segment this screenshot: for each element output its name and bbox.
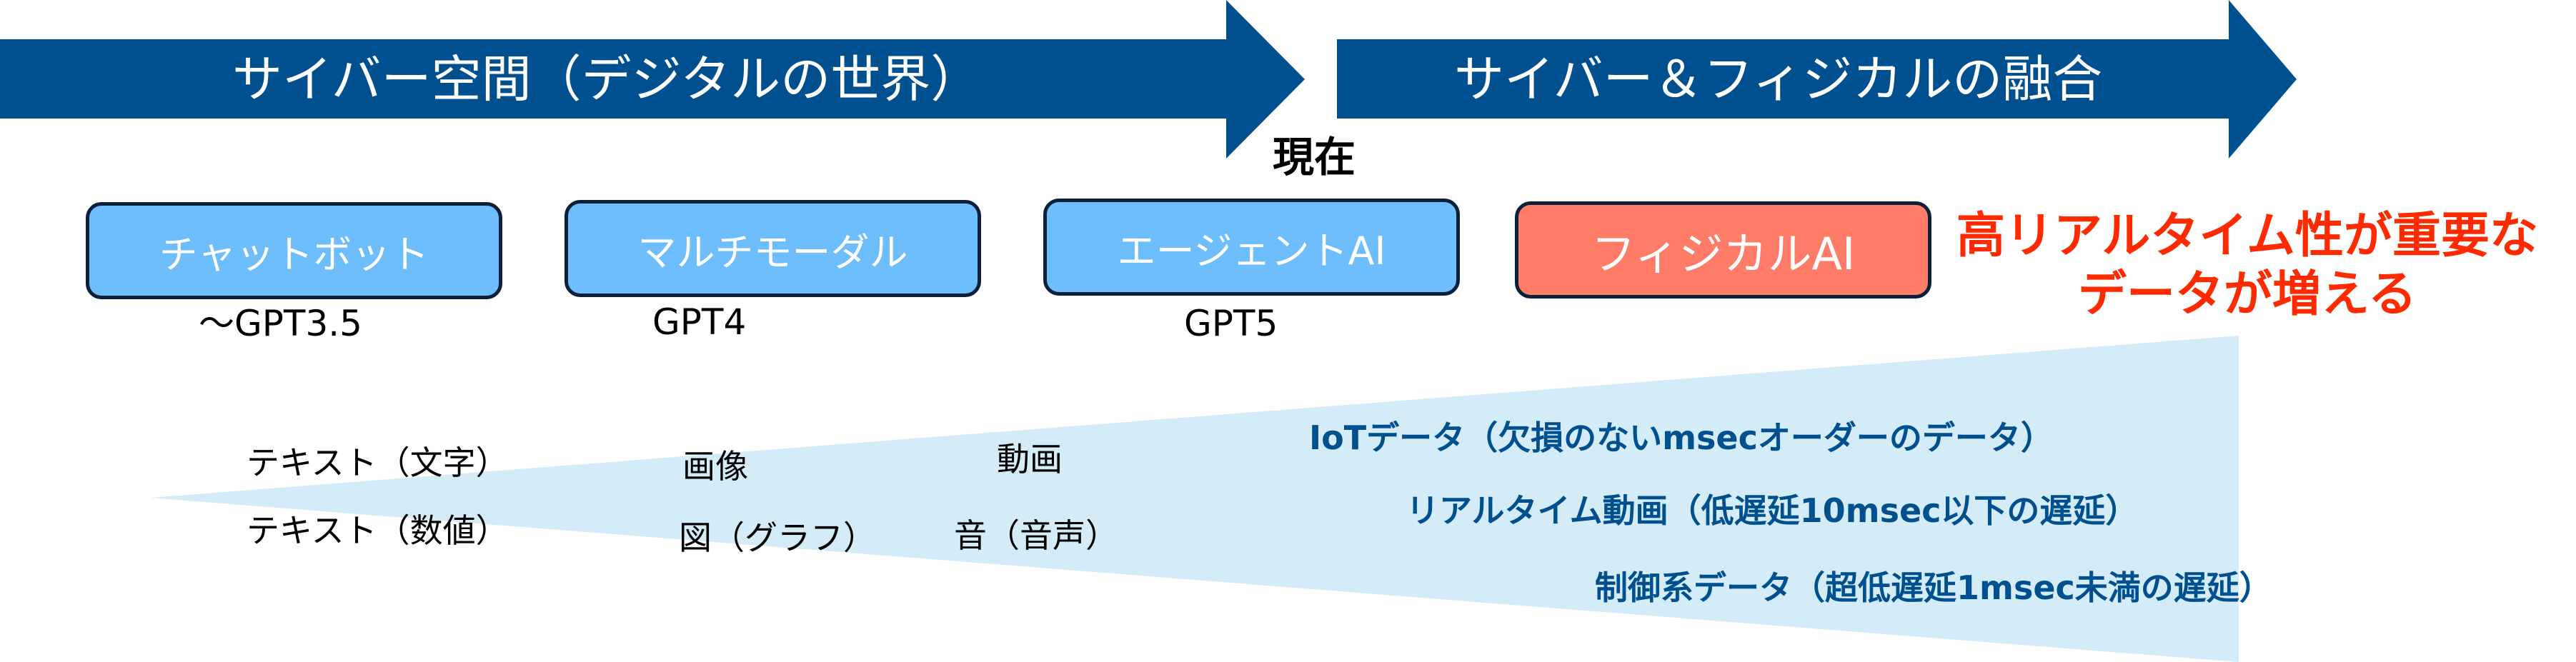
data-type-text-characters: テキスト（文字） (247, 443, 509, 482)
stage-agent-ai: エージェントAI (1043, 199, 1460, 296)
stage-physical-ai: フィジカルAI (1515, 201, 1931, 299)
realtime-type-video: リアルタイム動画（低遅延10msec以下の遅延） (1406, 491, 2139, 530)
callout-line-1: 高リアルタイム性が重要な (1956, 208, 2538, 264)
model-label-gpt35: ～GPT3.5 (199, 303, 362, 344)
realtime-type-control: 制御系データ（超低遅延1msec未満の遅延） (1595, 568, 2272, 607)
stage-multimodal-label: マルチモーダル (637, 229, 908, 275)
stage-chatbot-label: チャットボット (159, 231, 429, 277)
realtime-callout: 高リアルタイム性が重要な データが増える (1940, 207, 2555, 324)
stage-chatbot: チャットボット (86, 202, 502, 299)
realtime-type-iot: IoTデータ（欠損のないmsecオーダーのデータ） (1309, 418, 2054, 457)
data-type-chart: 図（グラフ） (679, 518, 876, 557)
stage-physical-ai-label: フィジカルAI (1591, 228, 1856, 280)
stage-multimodal: マルチモーダル (565, 200, 981, 297)
callout-line-2: データが増える (2078, 266, 2417, 323)
model-label-gpt5: GPT5 (1184, 303, 1278, 344)
model-label-gpt4: GPT4 (652, 301, 747, 343)
data-type-audio: 音（音声） (954, 516, 1118, 555)
data-growth-wedge (150, 336, 2239, 662)
arrow-label-cyber-space: サイバー空間（デジタルの世界） (232, 50, 981, 109)
arrow-label-cyber-physical-fusion: サイバー＆フィジカルの融合 (1454, 50, 2103, 109)
data-growth-wedge-bottom (150, 498, 2239, 662)
arrow-cyber-physical-fusion (1337, 0, 2297, 159)
data-type-text-numbers: テキスト（数値） (247, 511, 509, 550)
now-marker: 現在 (1273, 133, 1356, 181)
stage-agent-ai-label: エージェントAI (1117, 228, 1386, 274)
arrow-cyber-space (0, 0, 1305, 159)
data-type-video: 動画 (997, 440, 1063, 478)
data-type-image: 画像 (682, 447, 748, 486)
